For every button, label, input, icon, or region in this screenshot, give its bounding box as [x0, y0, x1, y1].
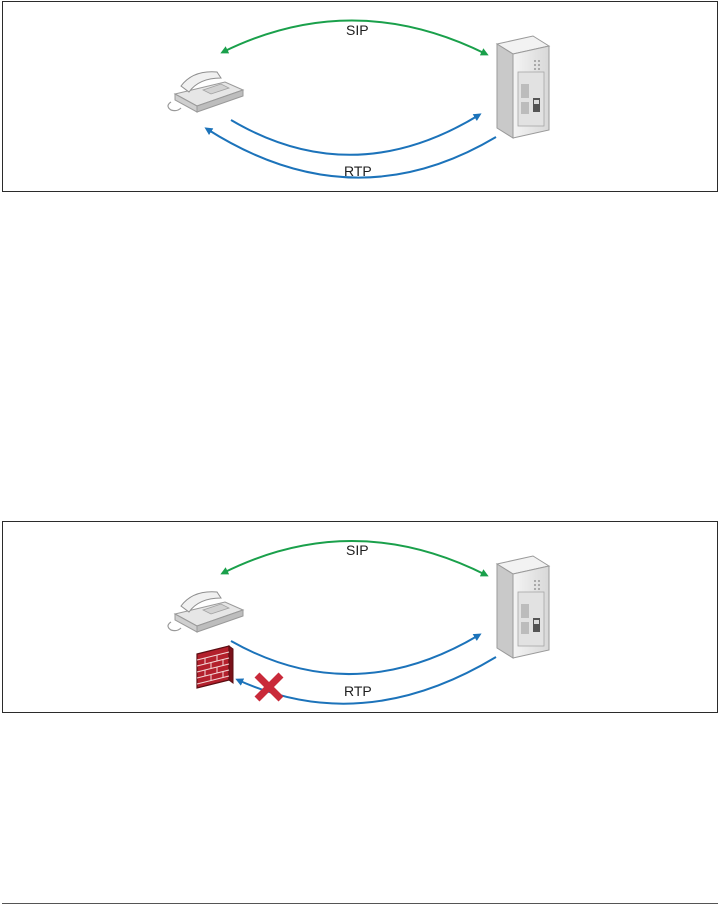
- diagram-panel-sip-rtp: SIP RTP: [2, 1, 718, 192]
- server-cabinet-icon: [497, 36, 549, 138]
- diagram-canvas: SIP RTP: [3, 522, 717, 712]
- sip-label: SIP: [346, 22, 369, 38]
- rtp-arrow-outbound: [231, 635, 479, 674]
- server-cabinet-icon: [497, 556, 549, 658]
- rtp-label: RTP: [344, 683, 372, 699]
- phone-icon: [168, 592, 243, 632]
- blocked-x-icon: [257, 675, 281, 699]
- firewall-icon: [197, 646, 233, 688]
- diagram-canvas: SIP RTP: [3, 2, 717, 191]
- rtp-label: RTP: [344, 163, 372, 179]
- page-footer-rule: [2, 903, 718, 904]
- phone-icon: [168, 72, 243, 112]
- sip-label: SIP: [346, 542, 369, 558]
- diagram-panel-firewall-blocked-rtp: SIP RTP: [2, 521, 718, 713]
- rtp-arrow-outbound: [231, 115, 479, 155]
